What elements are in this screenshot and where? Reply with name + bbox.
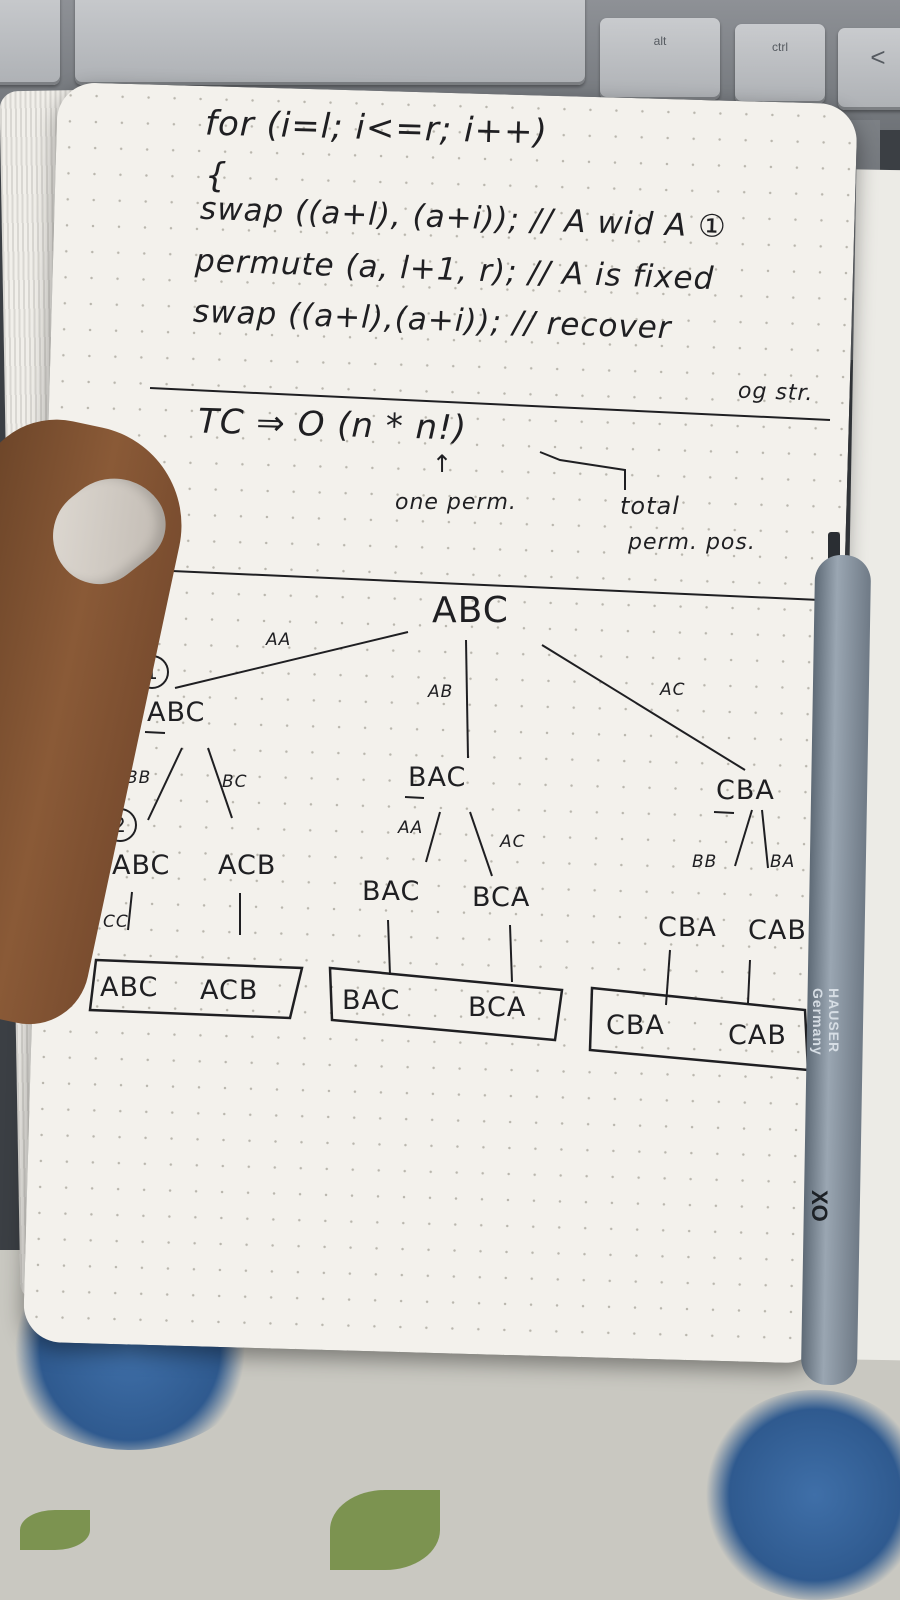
- edge-label: BB: [126, 768, 152, 788]
- leaf-permutation: CAB: [728, 1020, 787, 1051]
- total-arrow: [539, 451, 626, 490]
- tree-level2-node: BCA: [472, 882, 531, 913]
- pen-model-text: XO: [807, 1190, 832, 1222]
- tree-edge: [127, 891, 133, 931]
- tree-edge: [207, 747, 233, 819]
- pen-brand-text: HAUSER Germany: [810, 988, 842, 1056]
- leaf-permutation: ACB: [200, 975, 259, 1006]
- leaf-permutation: BAC: [342, 985, 401, 1016]
- edge-label: AA: [398, 818, 424, 838]
- green-leaf: [20, 1510, 90, 1550]
- tree-root: ABC: [432, 590, 509, 631]
- time-complexity: TC ⇒ O (n * n!): [197, 401, 468, 449]
- edge-label: BB: [692, 852, 718, 872]
- tree-edge: [734, 809, 753, 867]
- arrow-left-key-label: <: [870, 42, 886, 72]
- blue-flower: [700, 1390, 900, 1600]
- leaf-permutation: ABC: [100, 972, 159, 1003]
- tree-edge: [761, 809, 769, 869]
- alt-key-label: alt: [653, 34, 667, 48]
- tree-edge: [469, 811, 493, 877]
- ctrl-key-label: ctrl: [772, 40, 788, 54]
- arrow-left-key: <: [838, 28, 900, 110]
- tree-edge: [509, 924, 513, 983]
- note-one-perm: one perm.: [395, 490, 517, 515]
- tree-level1-node: BAC: [408, 762, 467, 793]
- ctrl-key: ctrl: [735, 24, 825, 104]
- edge-label-ab: AB: [428, 682, 454, 702]
- edge-label: BA: [770, 852, 796, 872]
- tree-level2-node: CBA: [658, 912, 717, 943]
- complexity-arrow-up: ↑: [432, 450, 454, 478]
- tree-edge: [387, 919, 391, 976]
- leaf-box-1: [88, 958, 304, 1020]
- tree-level2-node: ABC: [112, 850, 171, 881]
- alt-key: alt: [600, 18, 720, 100]
- green-leaf: [330, 1490, 440, 1570]
- edge-label-aa: AA: [266, 630, 292, 650]
- edge-label-cc: CC: [103, 912, 129, 932]
- divider-line-2: [149, 569, 821, 601]
- tree-edge: [147, 747, 183, 821]
- spacebar-key: [75, 0, 585, 85]
- tree-edge-root-left: [174, 631, 409, 689]
- edge-label: AC: [500, 832, 526, 852]
- edge-label: BC: [222, 772, 248, 792]
- tree-level1-node: CBA: [716, 775, 775, 806]
- tree-level1-node: ABC: [147, 697, 206, 728]
- tree-edge: [425, 811, 441, 863]
- note-total-2: perm. pos.: [628, 530, 756, 555]
- underline-mark: [404, 796, 425, 799]
- edge-label-ac: AC: [660, 680, 686, 700]
- tree-edge-root-mid: [465, 639, 469, 759]
- note-total-1: total: [620, 492, 680, 520]
- tree-edge: [747, 959, 751, 1004]
- underline-mark: [713, 811, 735, 814]
- tree-level2-node: CAB: [748, 915, 807, 946]
- underline-mark: [144, 731, 166, 734]
- leaf-permutation: BCA: [468, 992, 527, 1023]
- tree-edge-root-right: [541, 644, 746, 771]
- leaf-permutation: CBA: [606, 1010, 665, 1041]
- tree-level2-node: BAC: [362, 876, 421, 907]
- divider-line-1: [149, 387, 831, 421]
- leaf-box-2: [328, 966, 564, 1042]
- key-left: [0, 0, 60, 85]
- tree-level2-node: ACB: [218, 850, 277, 881]
- code-line-brace: {: [205, 156, 228, 196]
